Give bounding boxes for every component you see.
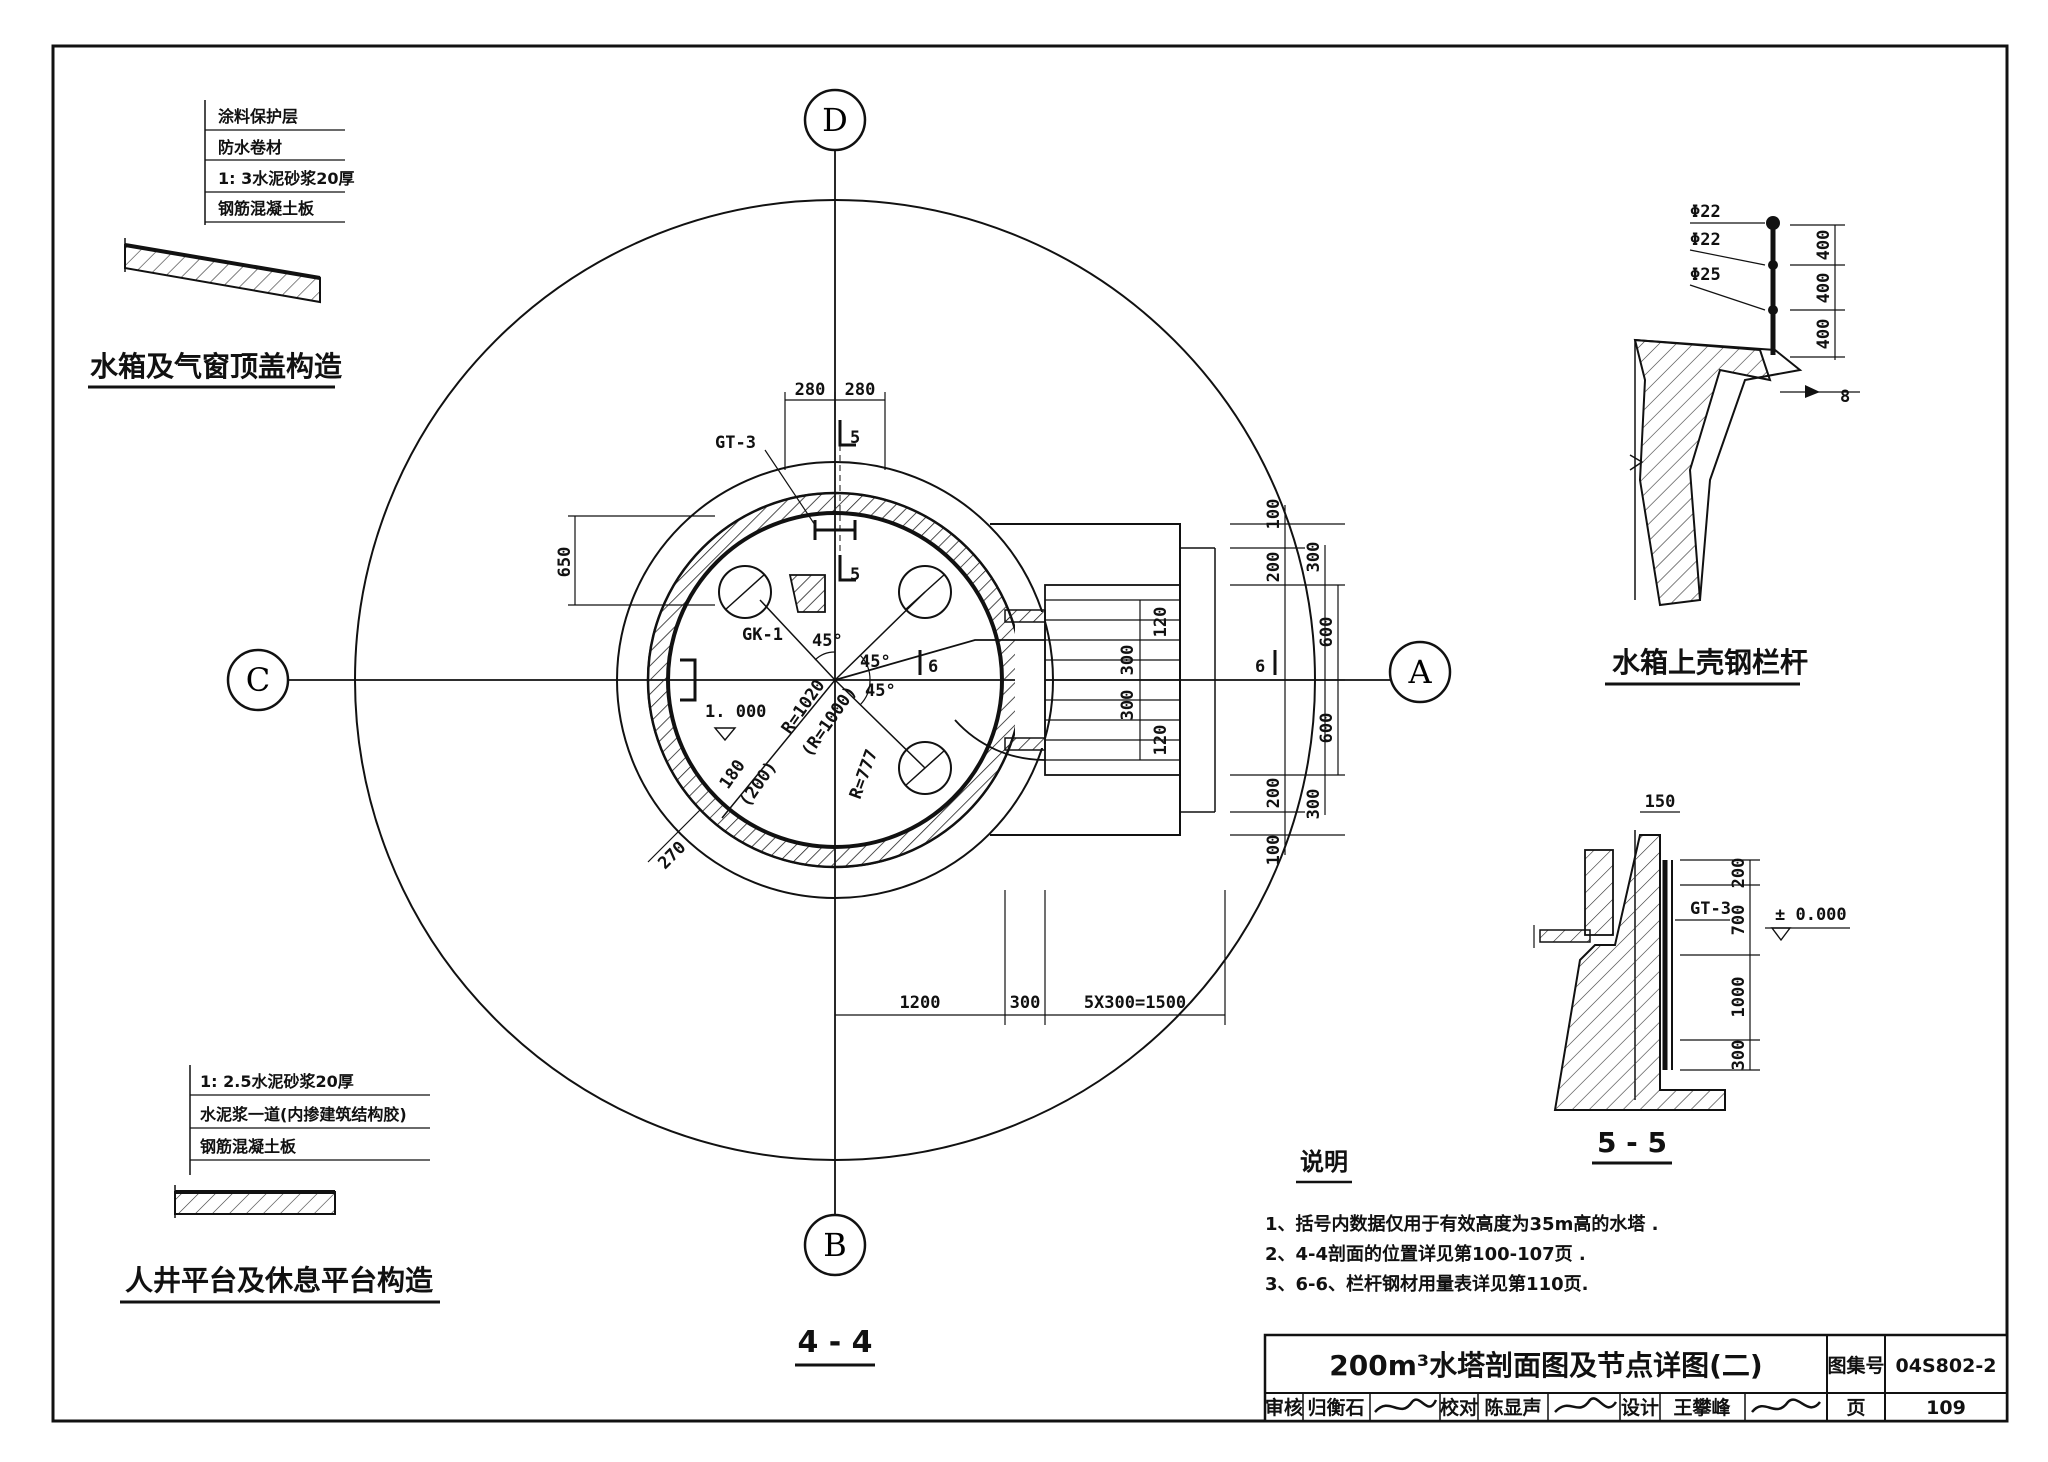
- note-3: 3、6-6、栏杆钢材用量表详见第110页.: [1265, 1273, 1588, 1295]
- s55-dim-150: 150: [1645, 792, 1676, 812]
- dim-stair-300b: 300: [1118, 690, 1138, 721]
- roof-layer-2: 防水卷材: [218, 138, 282, 157]
- notes-block: 说明 1、括号内数据仅用于有效高度为35m高的水塔 . 2、4-4剖面的位置详见…: [1265, 1148, 1658, 1295]
- railing-detail-title: 水箱上壳钢栏杆: [1612, 646, 1808, 679]
- angle-1: 45°: [812, 631, 843, 651]
- s55-elevation: ± 0.000: [1775, 905, 1847, 925]
- checker-name: 陈显声: [1484, 1396, 1541, 1419]
- label-gt3: GT-3: [715, 433, 756, 453]
- roof-detail: 涂料保护层 防水卷材 1: 3水泥砂浆20厚 钢筋混凝土板 水箱及气窗顶盖构造: [88, 100, 355, 389]
- platform-detail-title: 人井平台及休息平台构造: [125, 1264, 433, 1297]
- sheet-title: 200m³水塔剖面图及节点详图(二): [1329, 1349, 1762, 1382]
- axis-bubble-c: C: [226, 648, 290, 712]
- cut6-right: 6: [1255, 657, 1265, 677]
- dim-270: 270: [654, 838, 690, 874]
- rail-dim-400c: 400: [1814, 319, 1834, 350]
- dim-stair-120b: 120: [1151, 725, 1171, 756]
- check-label: 校对: [1440, 1396, 1478, 1419]
- cut5-mid: 5: [850, 565, 860, 585]
- platform-layer-3: 钢筋混凝土板: [200, 1137, 297, 1156]
- svg-text:B: B: [823, 1226, 847, 1264]
- dim-right-300a: 300: [1304, 542, 1324, 573]
- s55-title: 5 - 5: [1597, 1126, 1667, 1159]
- atlas-number: 04S802-2: [1896, 1355, 1997, 1377]
- dim-right-300b: 300: [1304, 789, 1324, 820]
- plan-section-4-4: D C A B 280 280 GT-3 GK-1 5 5 6 6 650 45…: [226, 88, 1452, 1367]
- radius-777: R=777: [846, 747, 882, 802]
- section-5-5: 150 200 700 1000 300 GT-3 ± 0.000 5 - 5: [1533, 792, 1850, 1165]
- dim-stair-120a: 120: [1151, 607, 1171, 638]
- dim-bottom-1200: 1200: [900, 993, 941, 1013]
- cut6-left: 6: [928, 657, 938, 677]
- s55-dim-1000: 1000: [1729, 977, 1749, 1018]
- angle-2: 45°: [860, 652, 891, 672]
- note-2: 2、4-4剖面的位置详见第100-107页 .: [1265, 1243, 1586, 1265]
- dim-280-left: 280: [795, 380, 826, 400]
- rail-dim-8: 8: [1840, 387, 1850, 407]
- bar-dia-3: Φ25: [1690, 265, 1721, 285]
- dim-280-right: 280: [845, 380, 876, 400]
- axis-bubble-a: A: [1388, 640, 1452, 704]
- axis-bubble-b: B: [803, 1213, 867, 1277]
- dim-right-100b: 100: [1264, 835, 1284, 866]
- label-gk1: GK-1: [742, 625, 783, 645]
- bar-dia-1: Φ22: [1690, 202, 1721, 222]
- note-1: 1、括号内数据仅用于有效高度为35m高的水塔 .: [1265, 1213, 1658, 1235]
- s55-dim-300: 300: [1729, 1040, 1749, 1071]
- designer-name: 王攀峰: [1673, 1396, 1731, 1419]
- bar-dia-2: Φ22: [1690, 230, 1721, 250]
- gk1-box: [788, 574, 826, 613]
- page-number: 109: [1926, 1397, 1966, 1419]
- svg-text:C: C: [246, 661, 270, 699]
- dim-bottom-300: 300: [1010, 993, 1041, 1013]
- roof-layer-3: 1: 3水泥砂浆20厚: [218, 169, 355, 188]
- svg-text:D: D: [822, 101, 848, 139]
- roof-layer-4: 钢筋混凝土板: [218, 199, 315, 218]
- dim-stair-300a: 300: [1118, 645, 1138, 676]
- dim-right-600a: 600: [1317, 617, 1337, 648]
- dim-right-100a: 100: [1264, 499, 1284, 530]
- cut5-top: 5: [850, 428, 860, 448]
- elevation-1000: 1. 000: [705, 702, 766, 722]
- roof-detail-title: 水箱及气窗顶盖构造: [90, 350, 342, 383]
- atlas-label: 图集号: [1827, 1354, 1884, 1377]
- design-label: 设计: [1621, 1397, 1659, 1419]
- reviewer-signature: [1374, 1398, 1438, 1413]
- reviewer-name: 归衡石: [1307, 1396, 1364, 1419]
- platform-layer-1: 1: 2.5水泥砂浆20厚: [200, 1072, 354, 1091]
- roof-layer-1: 涂料保护层: [218, 107, 298, 126]
- title-block: 200m³水塔剖面图及节点详图(二) 图集号 04S802-2 审核 归衡石 校…: [1263, 1333, 2009, 1423]
- dim-right-600b: 600: [1317, 713, 1337, 744]
- angle-3: 45°: [865, 681, 896, 701]
- dim-650: 650: [555, 547, 575, 578]
- sheet-border: [51, 44, 2009, 1423]
- platform-detail: 1: 2.5水泥砂浆20厚 水泥浆一道(内掺建筑结构胶) 钢筋混凝土板 人井平台…: [120, 1065, 440, 1304]
- checker-signature: [1554, 1397, 1618, 1413]
- notes-heading: 说明: [1300, 1148, 1348, 1176]
- s55-dim-700: 700: [1729, 905, 1749, 936]
- rail-dim-400a: 400: [1814, 230, 1834, 261]
- axis-bubble-d: D: [803, 88, 867, 152]
- s55-gt3: GT-3: [1690, 899, 1731, 919]
- railing-detail: Φ22 Φ22 Φ25 400 400 400 8 水箱上壳钢栏杆: [1605, 202, 1860, 686]
- designer-signature: [1751, 1398, 1821, 1413]
- page-label: 页: [1846, 1397, 1865, 1419]
- rail-dim-400b: 400: [1814, 273, 1834, 304]
- review-label: 审核: [1265, 1396, 1303, 1419]
- s55-dim-200: 200: [1729, 858, 1749, 889]
- dim-bottom-1500: 5X300=1500: [1084, 993, 1186, 1013]
- svg-text:A: A: [1407, 653, 1432, 691]
- dim-right-200a: 200: [1264, 552, 1284, 583]
- dim-right-200b: 200: [1264, 778, 1284, 809]
- plan-title: 4 - 4: [797, 1325, 872, 1360]
- platform-layer-2: 水泥浆一道(内掺建筑结构胶): [200, 1105, 407, 1124]
- right-dimension-chain: [1230, 505, 1345, 855]
